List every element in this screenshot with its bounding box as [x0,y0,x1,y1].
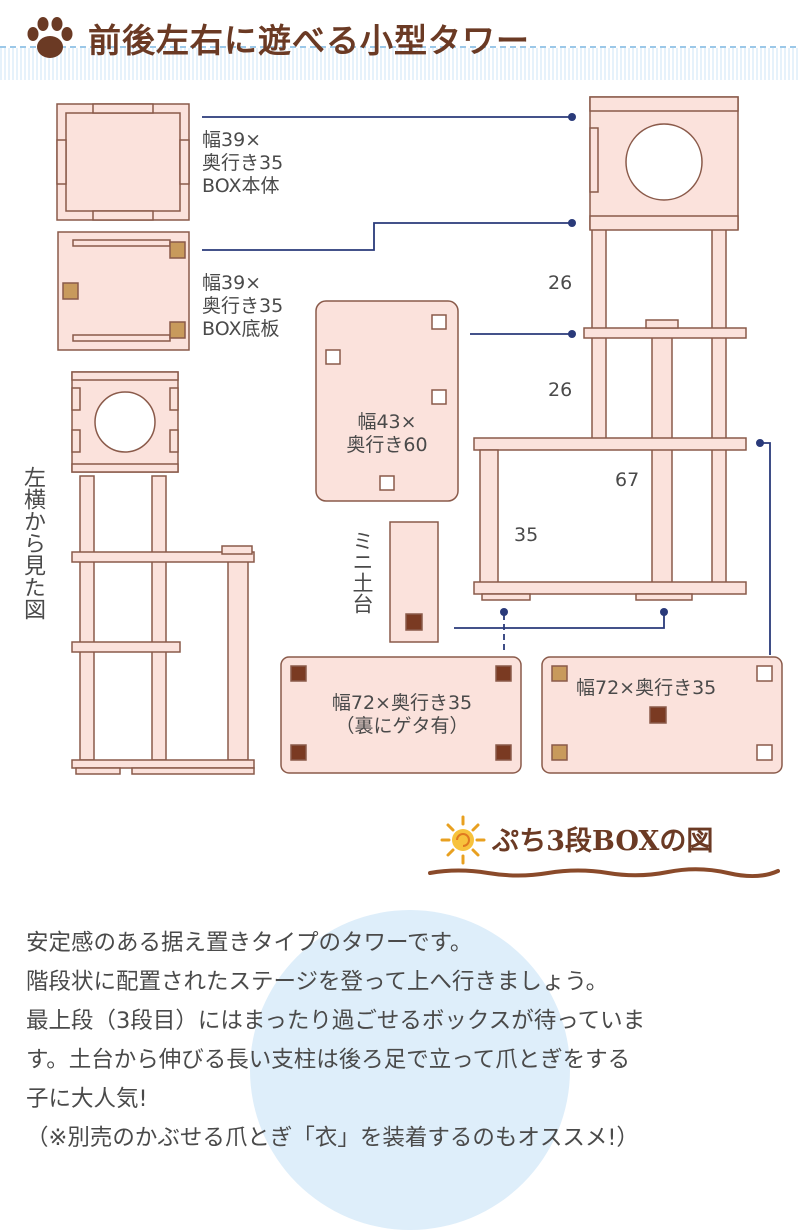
box-bottom-part [57,231,190,351]
subtitle-block: ぷち3段BOXの図 [428,815,780,883]
dim-26-lower: 26 [548,379,573,401]
sun-icon [440,815,486,865]
page-title: 前後左右に遊べる小型タワー [88,21,530,60]
base-left-part [280,656,522,774]
dim-35: 35 [514,524,539,546]
stage-label: 幅43× 奥行き60 [346,411,428,456]
title-divider [0,46,800,48]
dim-26-upper: 26 [548,272,573,294]
description-line: （※別売のかぶせる爪とぎ「衣」を装着するのもオススメ!） [26,1125,639,1151]
description-line: 子に大人気! [26,1086,148,1112]
mini-base-label: ミニ土台 [350,530,374,614]
box-body-label: 幅39× 奥行き35 BOX本体 [202,129,284,197]
dim-67: 67 [615,469,640,491]
box-bottom-label: 幅39× 奥行き35 BOX底板 [202,272,284,340]
tower-diagram [56,96,783,775]
title-bar: 前後左右に遊べる小型タワー [0,0,800,80]
side-view-tower [71,371,255,775]
base-left-label: 幅72×奥行き35 （裏にゲタ有） [331,692,473,737]
subtitle: ぷち3段BOXの図 [492,826,714,857]
title-stripe [0,48,800,80]
base-right-label: 幅72×奥行き35 [576,677,717,699]
description-line: 安定感のある据え置きタイプのタワーです。 [26,930,473,956]
description-line: 階段状に配置されたステージを登って上へ行きましょう。 [26,969,609,995]
connector-lines [202,116,771,655]
box-body-part [56,103,190,221]
description: 安定感のある据え置きタイプのタワーです。 階段状に配置されたステージを登って上へ… [26,924,786,1158]
stage-part [315,300,459,502]
description-line: す。土台から伸びる長い支柱は後ろ足で立って爪とぎをする [26,1047,631,1073]
side-view-label: 左横から見た図 [20,466,45,620]
base-right-part [541,656,783,774]
connector-dots [500,113,764,616]
background-circle [250,910,570,1230]
description-line: 最上段（3段目）にはまったり過ごせるボックスが待っていま [26,1008,646,1034]
subtitle-underline [428,867,780,878]
mini-base-part [389,521,439,643]
front-tower [473,96,747,601]
paw-icon [27,17,73,58]
